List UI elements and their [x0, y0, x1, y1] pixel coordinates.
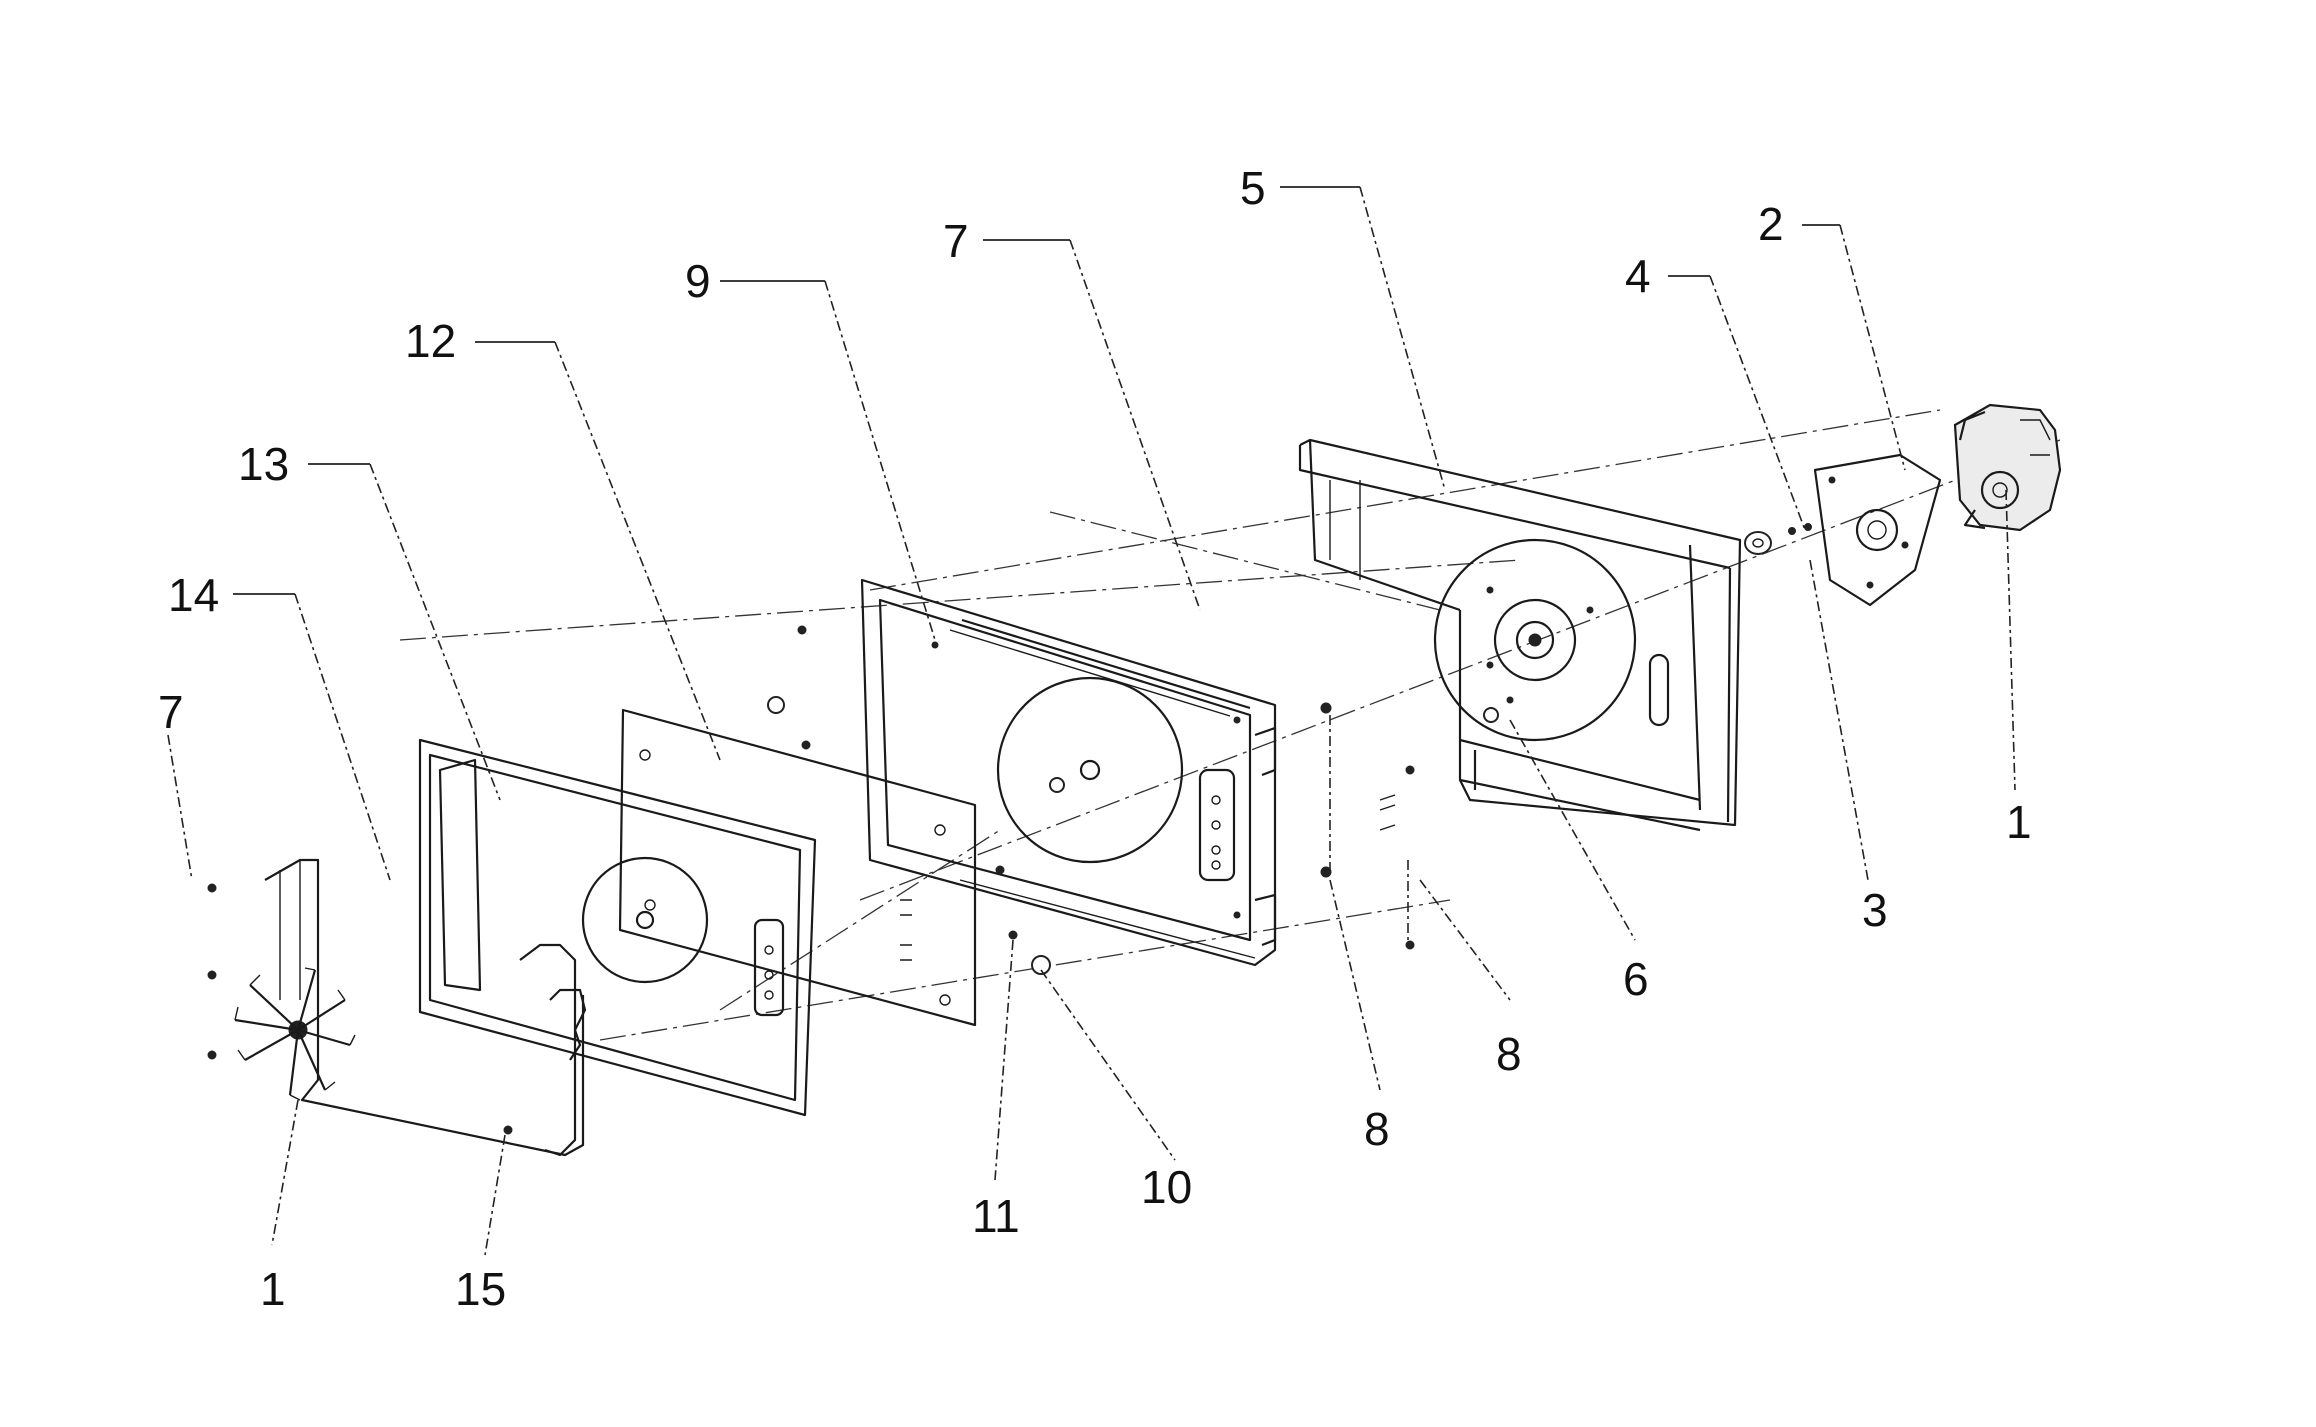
leader-lines — [167, 186, 2016, 1256]
callout-9: 9 — [685, 255, 711, 307]
callout-7-mid: 7 — [943, 215, 969, 267]
callout-5: 5 — [1240, 162, 1266, 214]
callout-10: 10 — [1141, 1161, 1192, 1213]
fan-left — [234, 967, 356, 1101]
callout-4: 4 — [1625, 250, 1651, 302]
assembly-axis-lines — [399, 409, 2061, 1041]
shaft-seal — [1744, 523, 1812, 555]
callout-15: 15 — [455, 1263, 506, 1315]
callout-8-upper: 8 — [1496, 1028, 1522, 1080]
screw-6 — [1483, 707, 1499, 723]
mounting-plate — [1813, 453, 1942, 607]
callout-14: 14 — [168, 569, 219, 621]
callout-2: 2 — [1758, 198, 1784, 250]
cavity-panel — [860, 578, 1277, 967]
callout-8-lower: 8 — [1364, 1103, 1390, 1155]
rear-wall — [1298, 438, 1742, 832]
callout-12: 12 — [405, 315, 456, 367]
callout-13: 13 — [238, 438, 289, 490]
callout-11: 11 — [972, 1190, 1020, 1242]
front-panel — [418, 738, 817, 1117]
screw-15 — [503, 1125, 513, 1135]
heating-element — [264, 858, 587, 1157]
insulation-board — [618, 708, 977, 1027]
callout-3: 3 — [1862, 884, 1888, 936]
callout-labels: 1 2 3 4 5 6 7 7 8 8 9 10 11 12 13 14 1 1… — [158, 162, 2032, 1315]
callout-1-right: 1 — [2006, 796, 2032, 848]
callout-6: 6 — [1623, 953, 1649, 1005]
screw-11 — [1008, 930, 1018, 940]
fasteners-8 — [1320, 702, 1415, 950]
screws-9 — [767, 625, 1005, 875]
callout-7-left: 7 — [158, 686, 184, 738]
callout-1-left: 1 — [260, 1263, 286, 1315]
screws-7-left — [207, 883, 217, 1060]
nut-10 — [1031, 955, 1051, 975]
motor-right — [1953, 403, 2062, 532]
